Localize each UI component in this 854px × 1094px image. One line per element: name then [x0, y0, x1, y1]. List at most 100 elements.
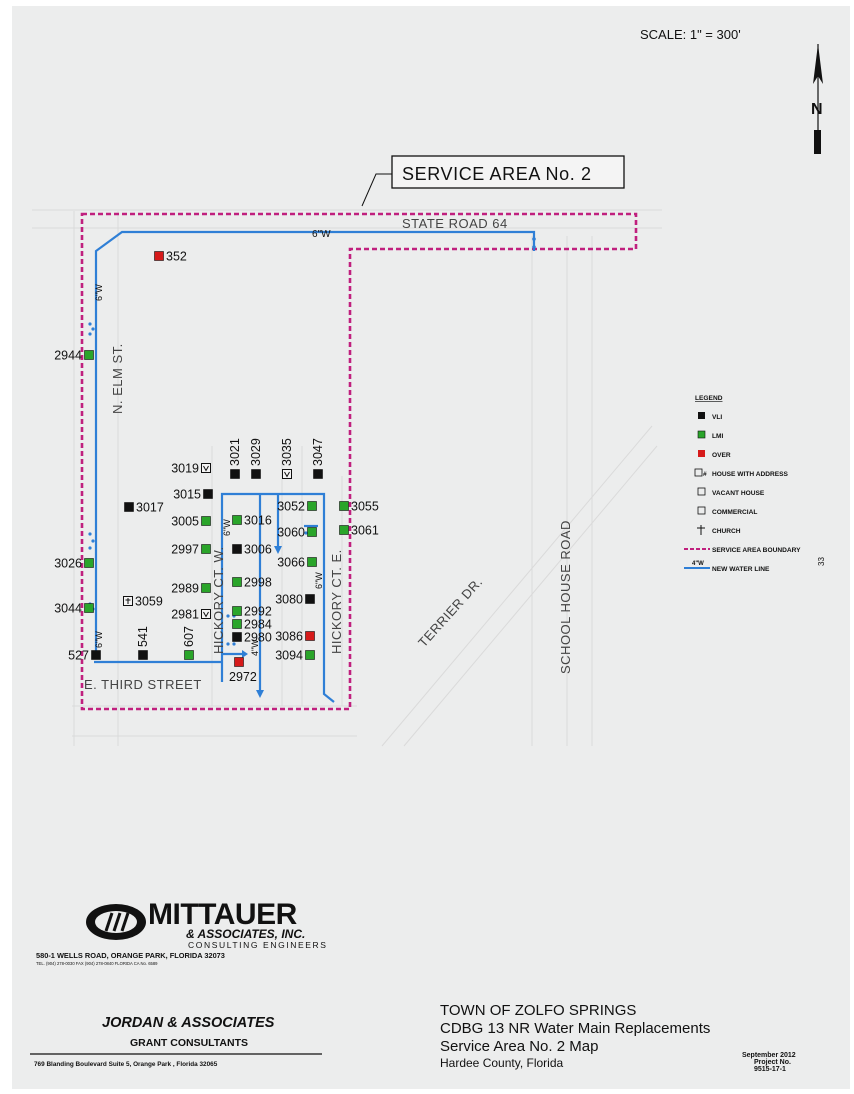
parcel-marker-2944	[84, 350, 94, 360]
mittauer-logo: MITTAUER & ASSOCIATES, INC. CONSULTING E…	[36, 898, 328, 966]
church-icon	[697, 525, 705, 535]
title-project-no: 9515-17-1	[754, 1066, 786, 1073]
street-hickory-e: HICKORY CT. E.	[329, 549, 344, 654]
parcel-label-3029: 3029	[249, 438, 263, 466]
street-terrier: TERRIER DR.	[415, 574, 485, 650]
parcel-marker-2972	[234, 657, 244, 667]
parcel-label-3059: 3059	[135, 595, 163, 609]
parcel-marker-2998	[232, 577, 242, 587]
parcel-marker-3016	[232, 515, 242, 525]
parcel-marker-3052	[307, 501, 317, 511]
legend-vli: VLI	[712, 414, 722, 421]
parcel-marker-3061	[339, 525, 349, 535]
map-sheet: SERVICE AREA No. 2 6"W 6"W 6"W 6"W 6"W 4…	[12, 6, 850, 1089]
parcel-marker-3086	[305, 631, 315, 641]
parcel-marker-3026	[84, 558, 94, 568]
vacant-house-icon	[284, 471, 290, 478]
parcel-label-3080: 3080	[275, 593, 303, 607]
parcel-label-2998: 2998	[244, 576, 272, 590]
legend-pipe-sample: 4"W	[692, 561, 704, 567]
map-canvas: SERVICE AREA No. 2 6"W 6"W 6"W 6"W 6"W 4…	[30, 27, 826, 1073]
parcel-marker-3006	[232, 544, 242, 554]
street-e-third: E. THIRD STREET	[84, 677, 202, 692]
parcel-marker-3066	[307, 557, 317, 567]
service-area-callout-box	[391, 155, 625, 189]
parcel-marker-352	[154, 251, 164, 261]
legend-boundary: SERVICE AREA BOUNDARY	[712, 547, 801, 554]
parcel-marker-3044	[84, 603, 94, 613]
street-state-road-64: STATE ROAD 64	[402, 216, 508, 231]
flow-arrow-icon-2	[256, 690, 264, 698]
parcel-label-3094: 3094	[275, 649, 303, 663]
service-area-callout: SERVICE AREA No. 2	[402, 164, 592, 184]
north-arrow-icon: N	[811, 44, 823, 154]
title-map: Service Area No. 2 Map	[440, 1038, 598, 1055]
legend-over: OVER	[712, 452, 731, 459]
callout-leader	[361, 173, 392, 207]
parcel-label-3061: 3061	[351, 524, 379, 538]
parcel-marker-2992	[232, 606, 242, 616]
consultant-name: JORDAN & ASSOCIATES	[102, 1015, 275, 1031]
parcel-label-3017: 3017	[136, 501, 164, 515]
legend-house-symbol: #	[703, 471, 707, 478]
legend-commercial: COMMERCIAL	[712, 509, 757, 516]
street-school-house: SCHOOL HOUSE ROAD	[558, 520, 573, 674]
parcel-marker-2980	[232, 632, 242, 642]
parcel-label-2997: 2997	[171, 543, 199, 557]
parcel-marker-3080	[305, 594, 315, 604]
parcel-label-541: 541	[136, 626, 150, 647]
parcel-marker-2989	[201, 583, 211, 593]
parcel-label-3066: 3066	[277, 556, 305, 570]
parcel-marker-3060	[307, 527, 317, 537]
parcel-label-3047: 3047	[311, 438, 325, 466]
parcel-marker-2984	[232, 619, 242, 629]
parcel-marker-3035	[282, 469, 292, 479]
pipe-label-elm-north: 6"W	[94, 284, 104, 301]
service-area-boundary	[80, 212, 638, 711]
parcel-marker-3021	[230, 469, 240, 479]
parcel-marker-3047	[313, 469, 323, 479]
parcel-label-3044: 3044	[54, 602, 82, 616]
parcel-marker-2981	[201, 609, 211, 619]
firm-name: MITTAUER	[148, 898, 298, 931]
parcel-marker-541	[138, 650, 148, 660]
legend-title: LEGEND	[695, 395, 723, 402]
title-county: Hardee County, Florida	[440, 1056, 563, 1070]
legend-extra-mark: 33	[817, 557, 826, 566]
legend: LEGEND VLI LMI OVER # HOUSE WITH ADDRESS…	[684, 395, 826, 573]
parcel-marker-527	[91, 650, 101, 660]
vacant-house-icon	[203, 465, 209, 472]
street-n-elm: N. ELM ST.	[110, 343, 125, 414]
parcel-label-3055: 3055	[351, 500, 379, 514]
parcel-marker-607	[184, 650, 194, 660]
legend-house: HOUSE WITH ADDRESS	[712, 471, 789, 478]
firm-tagline: CONSULTING ENGINEERS	[188, 940, 328, 950]
flow-arrow-icon-3	[274, 546, 282, 554]
parcel-label-527: 527	[68, 649, 89, 663]
consultant-address: 769 Blanding Boulevard Suite 5, Orange P…	[34, 1061, 218, 1068]
street-hickory-w: HICKORY CT. W.	[211, 546, 226, 654]
parcel-marker-3017	[124, 502, 134, 512]
parcel-label-3021: 3021	[228, 438, 242, 466]
firm-address: 580-1 WELLS ROAD, ORANGE PARK, FLORIDA 3…	[36, 951, 225, 960]
pipe-label-elm-south: 6"W	[94, 631, 104, 648]
consultant-role: GRANT CONSULTANTS	[130, 1037, 248, 1049]
parcel-label-2984: 2984	[244, 618, 272, 632]
scale-text: SCALE: 1" = 300'	[640, 27, 741, 42]
parcel-label-3016: 3016	[244, 514, 272, 528]
parcel-marker-3094	[305, 650, 315, 660]
legend-lmi: LMI	[712, 433, 724, 440]
title-date: September 2012	[742, 1052, 796, 1059]
parcel-label-3006: 3006	[244, 543, 272, 557]
parcel-label-2944: 2944	[54, 349, 82, 363]
firm-phones: TEL. (904) 278-0030 FAX (904) 278-0840 F…	[36, 961, 158, 966]
commercial-icon	[125, 598, 131, 604]
legend-vacant: VACANT HOUSE	[712, 490, 765, 497]
parcel-label-3060: 3060	[277, 526, 305, 540]
parcel-label-2989: 2989	[171, 582, 199, 596]
firm-sub: & ASSOCIATES, INC.	[186, 927, 305, 941]
title-project-label: Project No.	[754, 1059, 791, 1066]
parcel-label-2972: 2972	[229, 670, 257, 684]
pipe-label-state-road: 6"W	[312, 229, 331, 240]
